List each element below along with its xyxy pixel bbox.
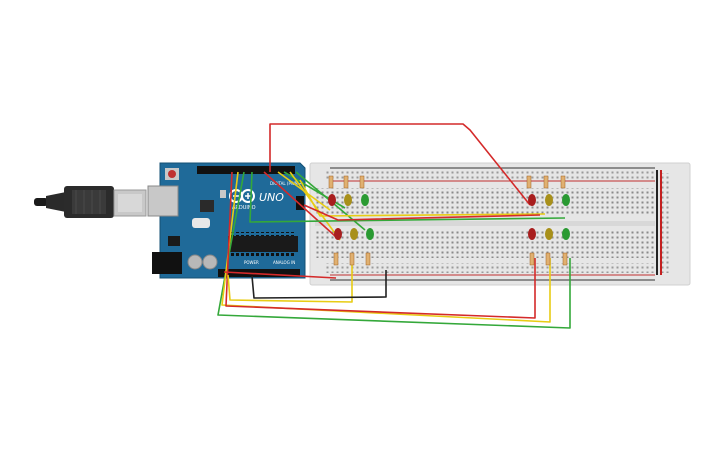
model-label: UNO — [259, 191, 284, 204]
led-red-3-icon — [528, 194, 536, 206]
power-jack-icon — [152, 252, 182, 274]
led-green-4-icon — [562, 228, 570, 240]
breadboard[interactable] — [309, 162, 691, 286]
led-green-3-icon — [562, 194, 570, 206]
led-green-1-icon — [361, 194, 369, 206]
components[interactable] — [328, 175, 570, 266]
wire-black-gnd — [251, 270, 387, 299]
digital-label: DIGITAL (PWM~) — [270, 181, 304, 186]
wire-yellow-mid — [227, 258, 353, 303]
brand-label: ARDUINO — [232, 205, 256, 211]
analog-label: ANALOG IN — [273, 260, 295, 265]
wire-yellow-3 — [299, 179, 546, 217]
resistor-group-bottom-right — [529, 252, 568, 266]
led-yellow-1-icon — [344, 194, 352, 206]
usb-port — [147, 185, 179, 217]
power-label: POWER — [244, 260, 259, 265]
led-yellow-4-icon — [545, 228, 553, 240]
led-yellow-3-icon — [545, 194, 553, 206]
wire-red-2 — [263, 171, 336, 237]
wire-yellow-left — [221, 171, 551, 323]
wire-green-3 — [249, 171, 566, 223]
wire-red-left — [225, 171, 536, 319]
led-red-1-icon — [328, 194, 336, 206]
wire-red-mid — [223, 271, 337, 279]
resistor-group-top-right — [526, 175, 566, 189]
led-yellow-2-icon — [350, 228, 358, 240]
arduino-uno-board[interactable]: ARDUINO UNO DIGITAL (PWM~) POWER ANALOG … — [147, 162, 306, 279]
wire-red-3 — [303, 204, 541, 221]
resistor-group-top-left — [328, 175, 365, 189]
resistor-group-bottom-left — [333, 252, 371, 266]
led-green-2-icon — [366, 228, 374, 240]
wire-green-left — [217, 171, 571, 329]
microcontroller-chip-icon — [228, 236, 298, 252]
usb-cable-icon[interactable] — [34, 186, 147, 218]
wire-red-top — [269, 123, 531, 206]
led-red-4-icon — [528, 228, 536, 240]
led-red-2-icon — [334, 228, 342, 240]
